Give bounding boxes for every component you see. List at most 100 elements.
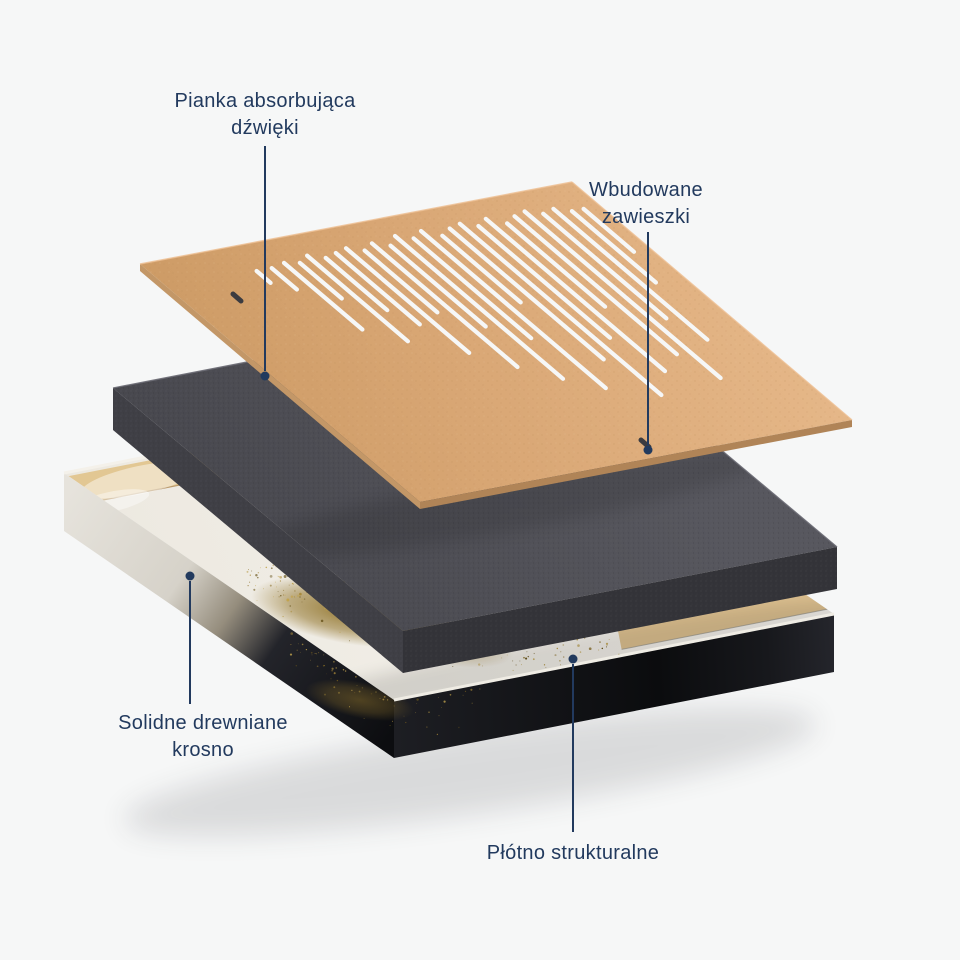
- glitter-dot: [344, 670, 347, 672]
- label-canvas-line1: Płótno strukturalne: [486, 842, 660, 864]
- soundwave-slot: [551, 206, 710, 342]
- glitter-dot: [290, 632, 294, 635]
- glitter-dot: [289, 605, 291, 607]
- glitter-dot: [269, 575, 273, 578]
- label-foam-line1: Pianka absorbująca: [174, 90, 356, 112]
- label-hangers: Wbudowane zawieszki: [471, 177, 821, 231]
- soundwave-slot: [569, 209, 659, 285]
- glitter-dot: [284, 594, 286, 596]
- soundwave-slot: [269, 266, 299, 292]
- board-shadow-on-foam: [238, 451, 762, 559]
- board-top-texture: [140, 182, 852, 502]
- glitter-dot: [363, 718, 365, 720]
- glitter-dot: [441, 707, 442, 708]
- glitter-dot: [301, 601, 303, 603]
- glitter-dot: [316, 665, 319, 668]
- glitter-dot: [311, 654, 313, 656]
- soundwave-slot: [411, 236, 534, 341]
- soundwave-slot: [297, 260, 344, 301]
- glitter-dot: [391, 720, 394, 722]
- soundwave-slot: [392, 233, 566, 381]
- glitter-dot: [323, 654, 325, 656]
- glitter-dot: [280, 595, 282, 597]
- glitter-dot: [351, 689, 353, 691]
- glitter-dot: [464, 690, 467, 693]
- glitter-dot: [255, 585, 257, 587]
- glitter-dot: [251, 570, 253, 572]
- foam-side-right-texture: [403, 547, 837, 673]
- glitter-dot: [470, 688, 473, 691]
- glitter-dot: [310, 659, 311, 661]
- glitter-dot: [358, 690, 361, 693]
- glitter-dot: [375, 691, 377, 693]
- glitter-dot: [403, 715, 405, 717]
- soundwave-slot: [440, 233, 523, 305]
- glitter-dot: [291, 582, 294, 585]
- glitter-dot: [323, 607, 326, 610]
- leader-dot-hangers: [643, 445, 653, 455]
- glitter-dot: [389, 724, 391, 727]
- glitter-dot: [283, 589, 285, 591]
- glitter-dot: [301, 643, 304, 646]
- soundwave-slot: [522, 209, 723, 381]
- glitter-dot: [255, 573, 258, 577]
- glitter-dot: [342, 668, 345, 671]
- soundwave-slot: [581, 206, 637, 254]
- soundwave-slot: [483, 216, 668, 374]
- glitter-dot: [415, 712, 417, 714]
- glitter-dot: [305, 648, 308, 651]
- glitter-dot: [297, 594, 300, 598]
- glitter-dot: [257, 571, 260, 574]
- glitter-dot: [293, 595, 295, 597]
- glitter-dot: [260, 567, 261, 569]
- label-canvas: Płótno strukturalne: [398, 840, 748, 867]
- glitter-dot: [471, 702, 473, 704]
- glitter-dot: [348, 640, 351, 642]
- glitter-dot: [283, 575, 287, 578]
- glitter-dot: [330, 678, 332, 680]
- leader-dot-frame: [185, 571, 195, 581]
- soundwave-slot: [305, 253, 410, 344]
- glitter-dot: [278, 575, 280, 578]
- glitter-dot: [249, 581, 251, 583]
- glitter-dot: [336, 679, 339, 682]
- glitter-dot: [416, 698, 419, 701]
- glitter-dot: [289, 653, 293, 656]
- soundwave-slot: [512, 214, 680, 357]
- glitter-dot: [247, 585, 249, 587]
- glitter-dot: [300, 651, 301, 653]
- glitter-dot: [294, 596, 296, 598]
- glitter-dot: [324, 693, 326, 696]
- glitter-dot: [320, 619, 324, 623]
- glitter-dot: [265, 566, 268, 569]
- glitter-dot: [315, 653, 317, 655]
- soundwave-slot: [343, 246, 472, 355]
- glitter-dot: [438, 715, 440, 717]
- glitter-dot: [382, 698, 385, 701]
- glitter-dot: [356, 684, 358, 686]
- glitter-dot: [379, 698, 381, 700]
- canvas-side-right: [394, 614, 834, 758]
- glitter-dot: [322, 664, 325, 667]
- board-edge-highlight-2: [571, 181, 853, 421]
- label-frame-line2: krosno: [172, 739, 234, 761]
- board-side-right: [420, 420, 852, 509]
- label-foam-line2: dźwięki: [231, 117, 299, 139]
- soundwave-slot: [447, 226, 606, 362]
- glitter-dot: [296, 649, 298, 651]
- glitter-dot: [290, 595, 294, 598]
- glitter-dot: [416, 702, 418, 704]
- glitter-dot: [331, 669, 333, 672]
- glitter-dot: [333, 672, 336, 675]
- glitter-dot: [393, 705, 395, 707]
- glitter-dot: [272, 564, 275, 567]
- glitter-dot: [437, 696, 439, 698]
- glitter-dot: [295, 664, 298, 667]
- glitter-dot: [326, 673, 327, 675]
- glitter-dot: [361, 687, 363, 689]
- glitter-dot: [277, 591, 279, 593]
- glitter-dot: [355, 676, 357, 678]
- glitter-dot: [383, 695, 386, 698]
